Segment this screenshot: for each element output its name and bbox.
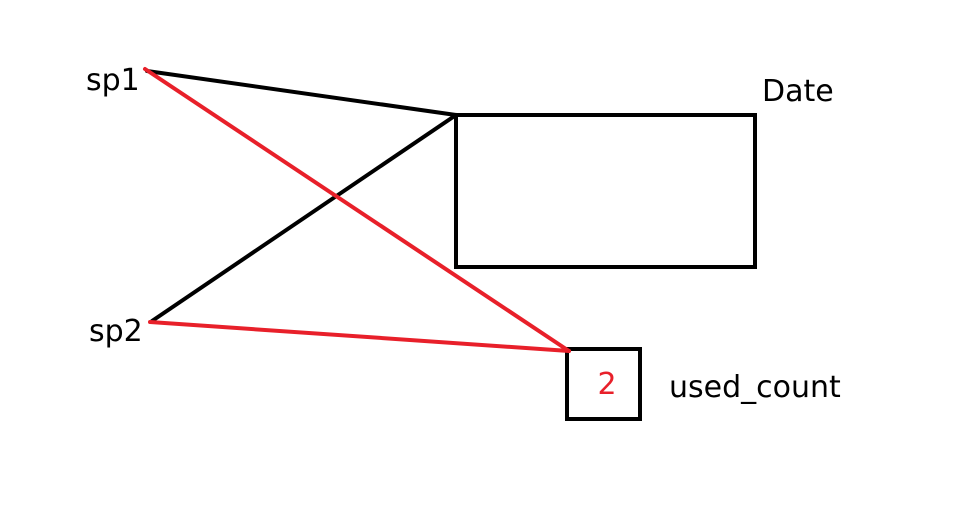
sp2-label: sp2 [89, 314, 143, 349]
sp1-label: sp1 [86, 63, 140, 98]
used-count-box [565, 347, 642, 421]
link-sp1-date [145, 69, 458, 117]
date-label: Date [762, 74, 834, 109]
link-sp2-used-count [148, 320, 571, 353]
used-count-value: 2 [597, 367, 616, 402]
used-count-label: used_count [669, 370, 841, 405]
link-sp1-used-count [143, 67, 571, 353]
date-box [454, 113, 757, 269]
link-sp2-date [150, 113, 458, 323]
